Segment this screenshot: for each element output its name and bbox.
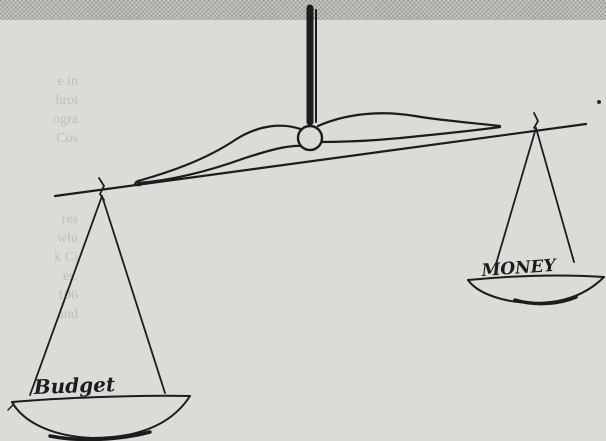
budget-label: Budget <box>32 372 116 399</box>
pivot-hub <box>298 126 322 150</box>
money-label: MONEY <box>480 256 558 281</box>
support-rod <box>310 8 316 122</box>
beam-ornament <box>135 113 500 185</box>
left-hanger <box>30 178 165 395</box>
left-pan <box>8 396 190 440</box>
